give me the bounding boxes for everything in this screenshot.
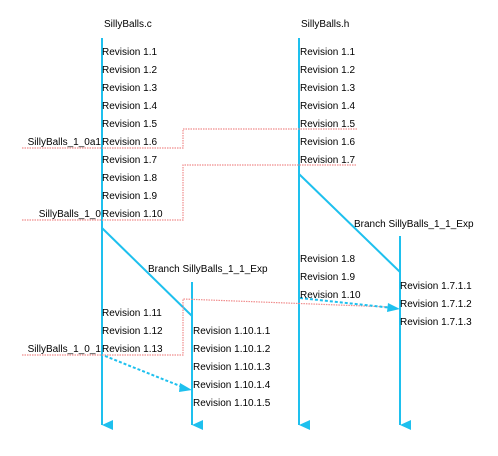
revision-c-1-3[interactable]: Revision 1.3: [102, 83, 158, 94]
tag-link-1-0: [22, 164, 357, 221]
tag-sillyballs-1-0[interactable]: SillyBalls_1_0: [38, 209, 101, 220]
tag-sillyballs-1-0-1[interactable]: SillyBalls_1_0_1: [27, 344, 101, 355]
branch-connector-h: [298, 173, 401, 273]
revision-h-1-7[interactable]: Revision 1.7: [300, 155, 356, 166]
revision-c-1-10-1-5[interactable]: Revision 1.10.1.5: [193, 398, 271, 409]
revision-c-1-7[interactable]: Revision 1.7: [102, 155, 158, 166]
revision-c-1-5[interactable]: Revision 1.5: [102, 119, 158, 130]
merge-arrow-c: [104, 355, 186, 389]
revision-c-1-9[interactable]: Revision 1.9: [102, 191, 158, 202]
revision-h-1-7-1-2[interactable]: Revision 1.7.1.2: [400, 299, 472, 310]
revision-c-1-8[interactable]: Revision 1.8: [102, 173, 158, 184]
revision-c-1-10-1-4[interactable]: Revision 1.10.1.4: [193, 380, 271, 391]
revision-c-1-10-1-3[interactable]: Revision 1.10.1.3: [193, 362, 271, 373]
tag-link-1-0-1: [22, 298, 391, 356]
revision-c-1-12[interactable]: Revision 1.12: [102, 326, 163, 337]
revision-h-1-10[interactable]: Revision 1.10: [300, 290, 361, 301]
revision-c-1-10-1-2[interactable]: Revision 1.10.1.2: [193, 344, 271, 355]
revision-c-1-10-1-1[interactable]: Revision 1.10.1.1: [193, 326, 271, 337]
file-header-sillyballs-h: SillyBalls.h: [301, 19, 350, 30]
revision-h-1-9[interactable]: Revision 1.9: [300, 272, 356, 283]
revision-h-1-4[interactable]: Revision 1.4: [300, 101, 356, 112]
revision-h-1-7-1-1[interactable]: Revision 1.7.1.1: [400, 281, 472, 292]
revision-h-1-3[interactable]: Revision 1.3: [300, 83, 356, 94]
revision-h-1-5[interactable]: Revision 1.5: [300, 119, 356, 130]
tag-link-1-0a1: [22, 128, 357, 149]
revision-h-1-7-1-3[interactable]: Revision 1.7.1.3: [400, 317, 472, 328]
branch-label-c: Branch SillyBalls_1_1_Exp: [148, 264, 268, 275]
revision-c-1-1[interactable]: Revision 1.1: [102, 47, 158, 58]
revision-h-1-8[interactable]: Revision 1.8: [300, 254, 356, 265]
merge-arrow-h: [299, 297, 394, 309]
merge-arrowhead-h: [387, 303, 400, 312]
revision-h-1-6[interactable]: Revision 1.6: [300, 137, 356, 148]
revision-c-1-4[interactable]: Revision 1.4: [102, 101, 158, 112]
merge-arrowhead-c: [179, 383, 192, 392]
branch-connector-c: [101, 227, 193, 317]
revision-c-1-13[interactable]: Revision 1.13: [102, 344, 163, 355]
file-header-sillyballs-c: SillyBalls.c: [104, 19, 152, 30]
revision-c-1-2[interactable]: Revision 1.2: [102, 65, 158, 76]
revision-c-1-11[interactable]: Revision 1.11: [102, 308, 162, 319]
branch-label-h: Branch SillyBalls_1_1_Exp: [354, 219, 474, 230]
tag-sillyballs-1-0a1[interactable]: SillyBalls_1_0a1: [27, 137, 101, 148]
revision-c-1-10[interactable]: Revision 1.10: [102, 209, 163, 220]
revision-c-1-6[interactable]: Revision 1.6: [102, 137, 158, 148]
revision-h-1-2[interactable]: Revision 1.2: [300, 65, 356, 76]
revision-h-1-1[interactable]: Revision 1.1: [300, 47, 356, 58]
